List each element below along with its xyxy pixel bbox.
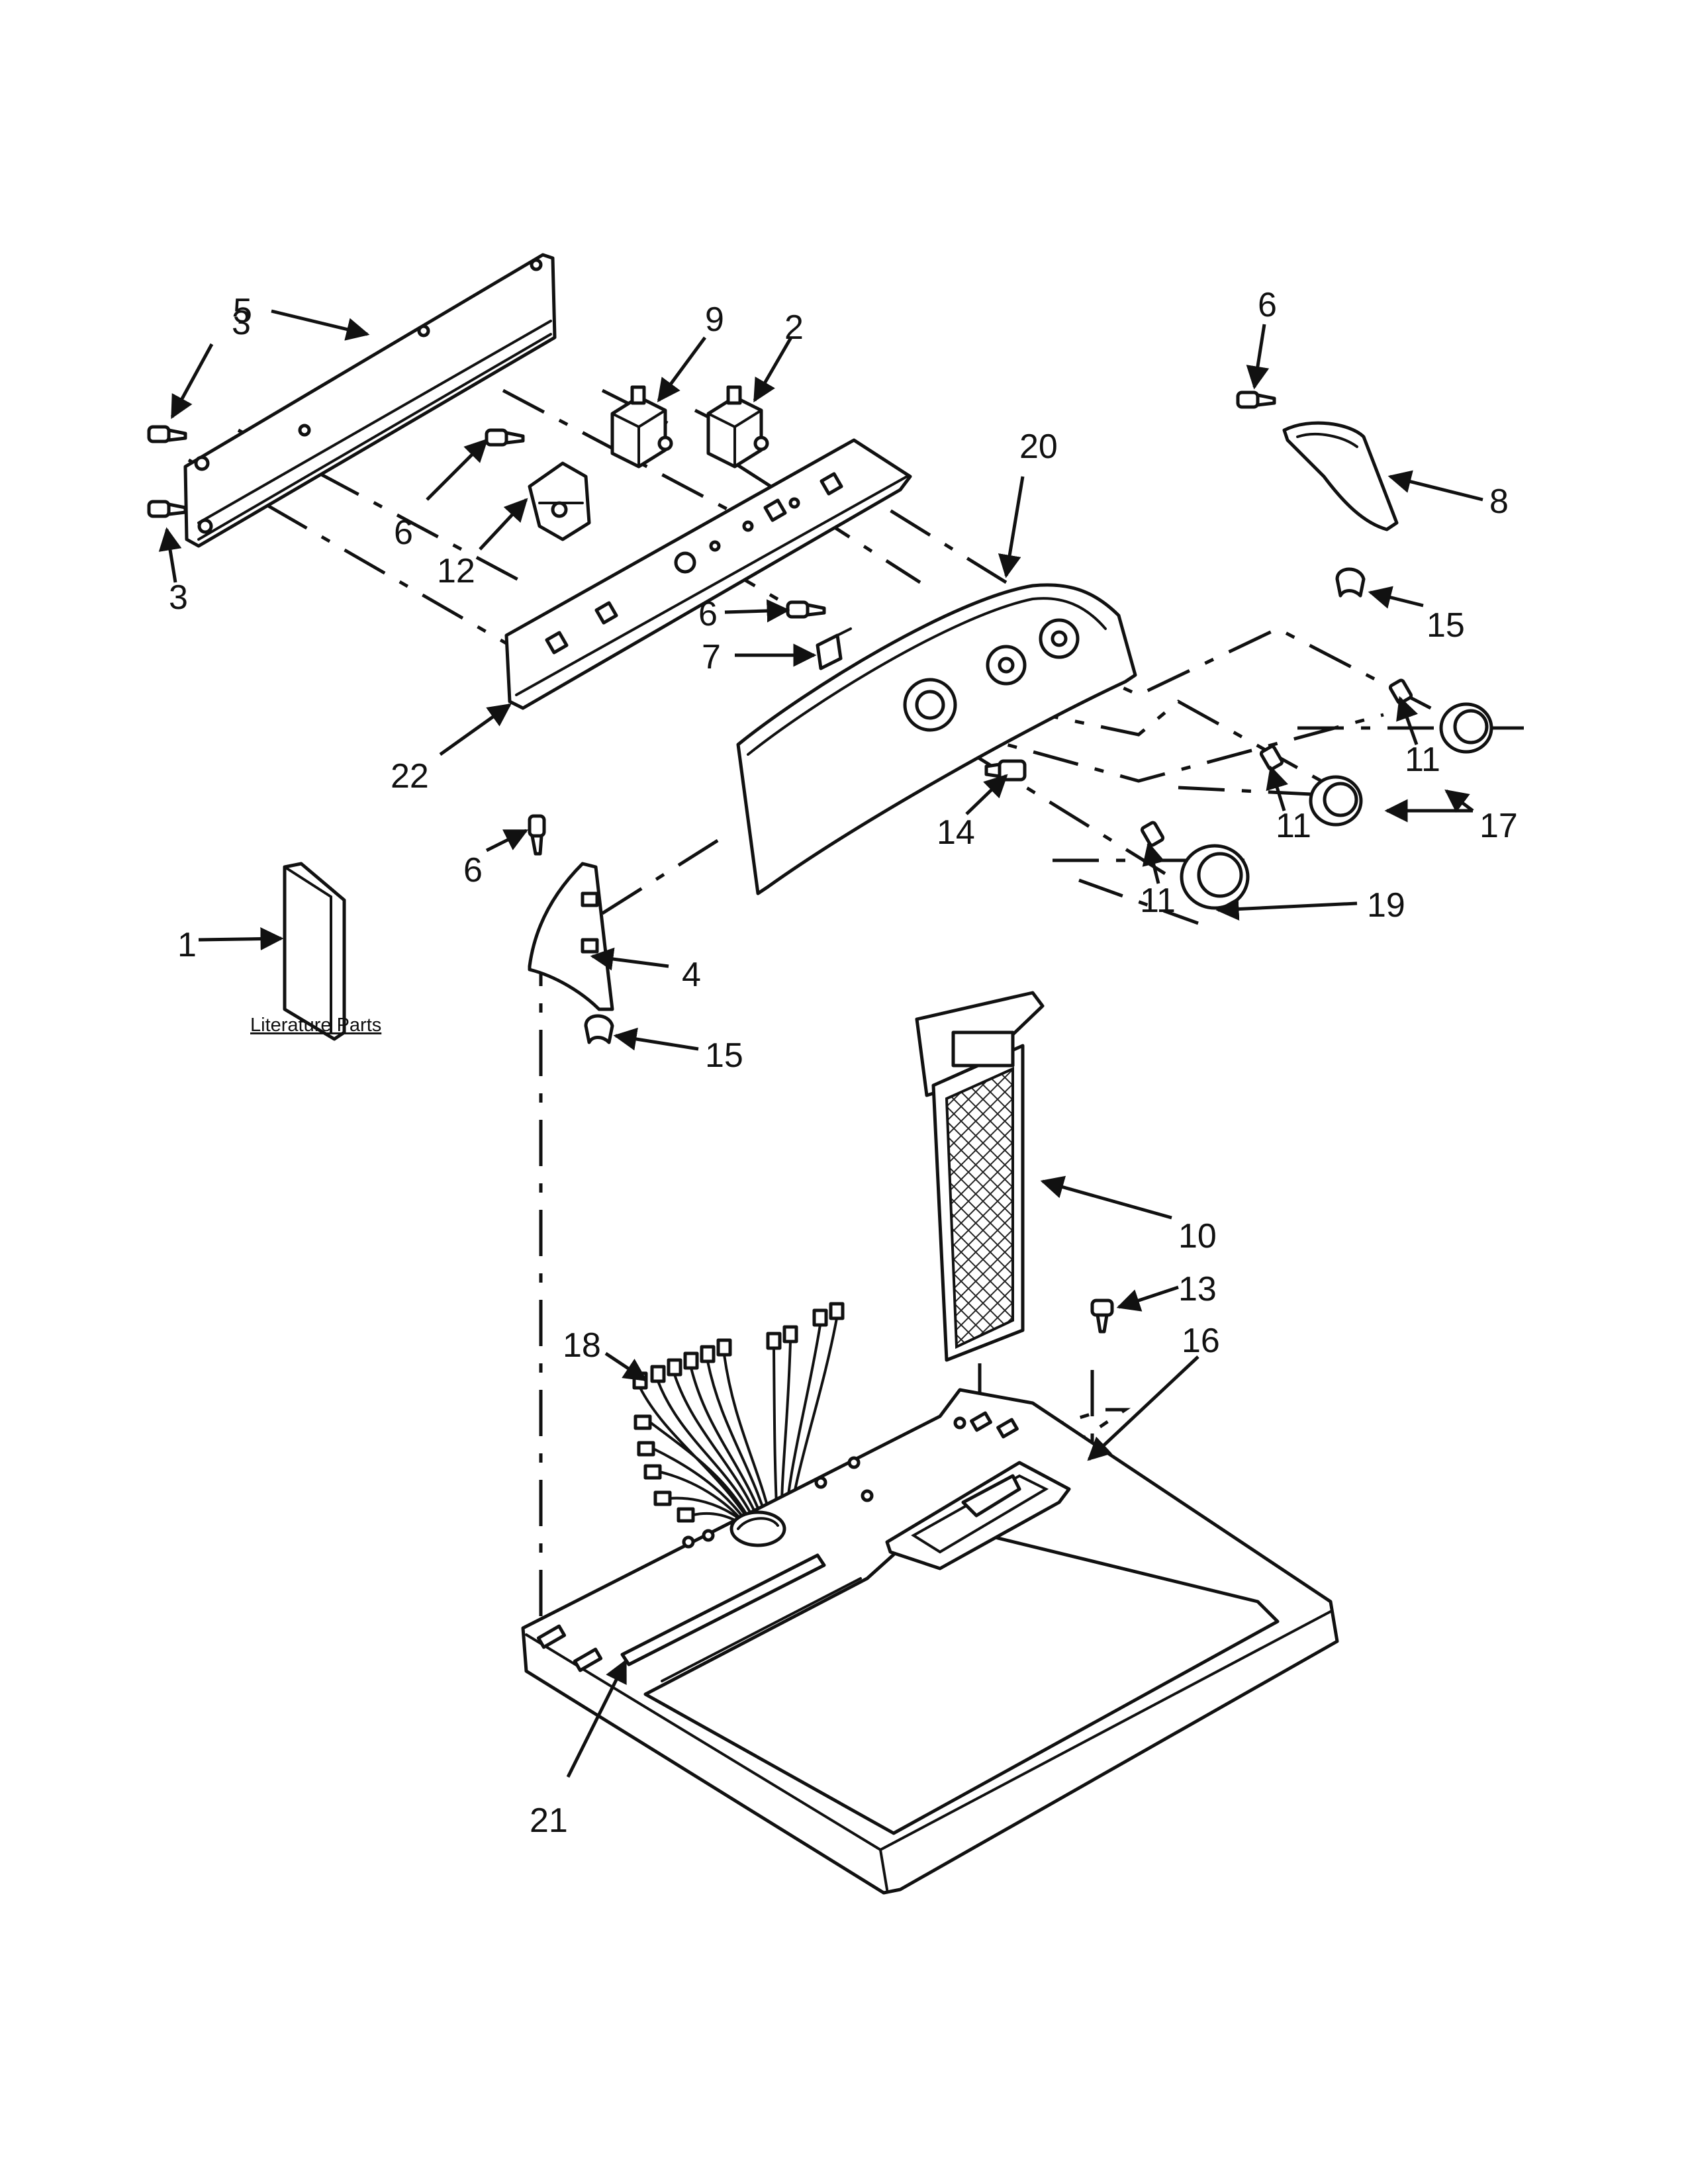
callout-11-middle: 11 [1276,807,1311,845]
callout-4: 4 [682,956,701,994]
callout-13: 13 [1178,1270,1217,1308]
screw-part-6-right [1236,390,1276,409]
end-cap-part-8 [1282,421,1399,531]
screw-part-13 [1090,1298,1114,1334]
callout-1: 1 [177,926,197,964]
callout-14: 14 [937,813,975,852]
console-part-20 [736,583,1137,895]
timer-part-12 [528,461,591,541]
callout-11-right: 11 [1405,741,1440,779]
callout-12: 12 [437,552,475,590]
callout-3-lower: 3 [169,578,188,617]
knob-part-17-middle [1309,775,1363,827]
screw-part-3-upper [147,425,187,443]
clip-part-15-left [584,1014,614,1044]
top-panel-part-16 [521,1388,1339,1895]
callout-20: 20 [1019,428,1058,466]
switch-part-9 [610,385,673,469]
callout-2: 2 [784,308,804,347]
clip-part-15-right [1335,567,1366,598]
callout-10: 10 [1178,1217,1217,1255]
callout-3-upper: 3 [232,304,251,342]
control-bracket-part-22 [504,438,912,710]
callout-15-left: 15 [705,1036,743,1075]
literature-part-1 [283,862,346,1041]
callout-6-timer: 6 [394,514,413,552]
screw-part-6-timer [485,428,525,447]
callout-9: 9 [705,300,724,339]
callout-16: 16 [1182,1322,1220,1360]
callout-7: 7 [702,638,721,676]
screw-part-6-center [786,600,826,619]
callout-6-right: 6 [1258,286,1277,324]
callout-labels: 5 3 3 6 12 9 2 20 6 8 15 6 7 22 14 11 11… [169,286,1518,1840]
switch-part-2 [706,385,769,469]
knob-part-17-right [1439,702,1493,754]
callout-11-left: 11 [1140,882,1176,920]
callout-19: 19 [1367,886,1405,925]
end-cap-part-4 [528,862,614,1011]
callout-8: 8 [1489,482,1509,521]
callout-22: 22 [391,757,429,796]
connector-part-7 [816,627,852,670]
callout-15-right: 15 [1427,606,1465,645]
callout-5: 5 [233,292,252,330]
leader-arrows [158,309,1483,1778]
knob-part-19 [1180,844,1250,910]
literature-parts-caption: Literature Parts [250,1015,381,1036]
callout-6-center: 6 [698,595,718,633]
callout-6-endcap: 6 [463,851,483,889]
callout-18: 18 [563,1326,601,1365]
screw-part-6-endcap [528,814,546,856]
rear-bracket-part-5 [183,253,557,548]
knob-shaft-part-11-left [1140,821,1165,847]
callout-17: 17 [1479,807,1518,845]
assembly-lines [187,388,1536,1641]
knob-shaft-part-11-middle [1259,745,1284,771]
callout-21: 21 [530,1801,568,1840]
screw-part-3-lower [147,500,187,518]
lint-screen-part-10 [915,991,1045,1362]
